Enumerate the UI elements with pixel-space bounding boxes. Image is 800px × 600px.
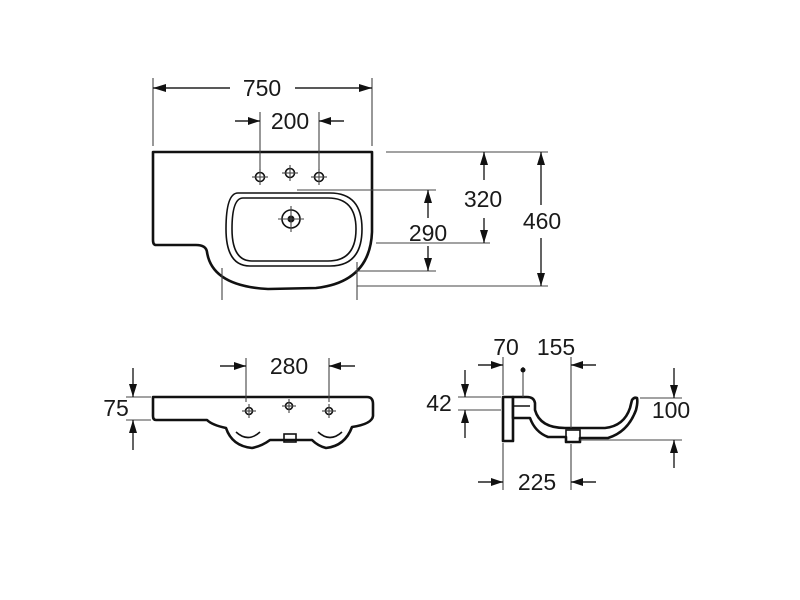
dim-holes-span: 280	[270, 353, 308, 379]
dim-drain-depth: 320	[464, 186, 502, 212]
basin-front-outline	[151, 395, 375, 450]
front-hole-right-icon	[322, 404, 336, 418]
dim-tap-holes-span: 200	[271, 108, 309, 134]
bowl-inner-outline	[231, 197, 357, 262]
dim-bowl-height: 100	[652, 397, 690, 423]
bowl-outline	[225, 192, 363, 267]
dim-overall-width: 750	[243, 75, 281, 101]
tap-marker-icon	[520, 367, 526, 373]
dim-bowl-depth: 290	[409, 220, 447, 246]
tap-hole-right-icon	[311, 169, 327, 185]
dim-height: 75	[103, 395, 129, 421]
front-hole-left-icon	[242, 404, 256, 418]
wall-bracket	[501, 395, 515, 443]
dim-drain-offset: 155	[537, 334, 575, 360]
dim-wall-offset: 70	[493, 334, 519, 360]
top-view: 750 200 320 290 460	[151, 75, 561, 300]
tap-hole-left-icon	[252, 169, 268, 185]
front-view: 280 75	[103, 353, 375, 450]
basin-top-outline	[151, 150, 374, 291]
front-hole-center-icon	[282, 399, 296, 413]
dim-overall-depth: 460	[523, 208, 561, 234]
side-view: 70 155 42 100 225	[426, 334, 690, 495]
dim-fixing-depth: 225	[518, 469, 556, 495]
dim-overflow-height: 42	[426, 390, 452, 416]
basin-side-outline	[511, 395, 639, 444]
tap-hole-center-icon	[282, 165, 298, 181]
